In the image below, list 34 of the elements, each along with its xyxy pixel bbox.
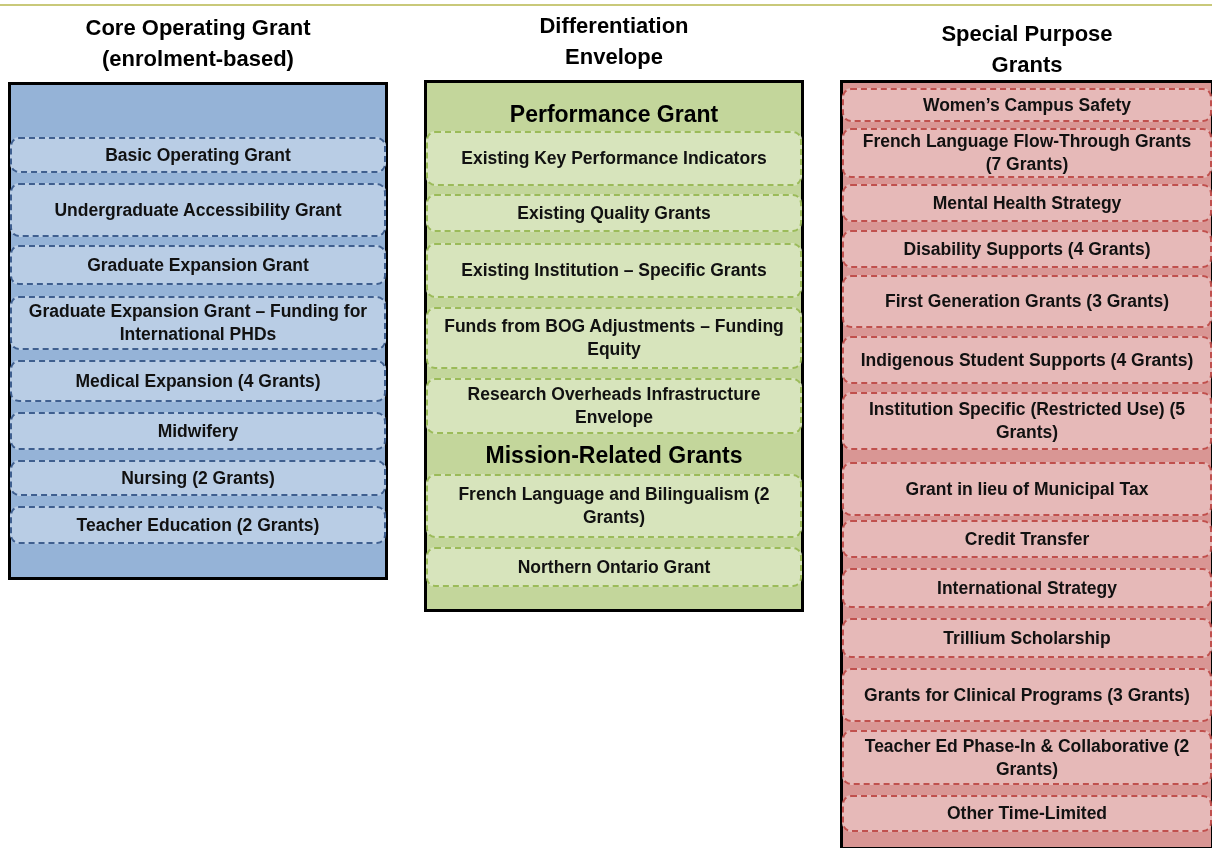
grant-box: Institution Specific (Restricted Use) (5 Grants) — [842, 392, 1212, 450]
grant-box: Nursing (2 Grants) — [10, 460, 386, 496]
grant-box: Medical Expansion (4 Grants) — [10, 360, 386, 402]
grant-box: Northern Ontario Grant — [426, 547, 802, 587]
grant-box: Existing Quality Grants — [426, 194, 802, 232]
grant-box: Grants for Clinical Programs (3 Grants) — [842, 668, 1212, 722]
grant-box: Indigenous Student Supports (4 Grants) — [842, 336, 1212, 384]
column-heading: Core Operating Grant (enrolment-based) — [84, 14, 312, 73]
grant-box: Existing Key Performance Indicators — [426, 131, 802, 186]
grant-box: Disability Supports (4 Grants) — [842, 230, 1212, 268]
grant-box: Graduate Expansion Grant — [10, 245, 386, 285]
grant-box: Credit Transfer — [842, 520, 1212, 558]
grant-box: Midwifery — [10, 412, 386, 450]
grant-box: International Strategy — [842, 568, 1212, 608]
grant-box: Women’s Campus Safety — [842, 88, 1212, 122]
grant-box: Trillium Scholarship — [842, 618, 1212, 658]
grant-box: Teacher Ed Phase-In & Collaborative (2 Grants) — [842, 730, 1212, 785]
grant-box: French Language Flow-Through Grants (7 Grants) — [842, 128, 1212, 178]
grant-box: Mental Health Strategy — [842, 184, 1212, 222]
grant-box: Other Time-Limited — [842, 795, 1212, 832]
grant-box: Existing Institution – Specific Grants — [426, 243, 802, 298]
grant-box: Research Overheads Infrastructure Envelope — [426, 378, 802, 434]
grant-box: Teacher Education (2 Grants) — [10, 506, 386, 544]
grant-box: French Language and Bilingualism (2 Grants) — [426, 474, 802, 538]
grant-box: Basic Operating Grant — [10, 137, 386, 173]
section-heading: Mission-Related Grants — [484, 441, 744, 469]
grant-box: Graduate Expansion Grant – Funding for International PHDs — [10, 296, 386, 350]
grant-box: Undergraduate Accessibility Grant — [10, 183, 386, 237]
section-heading: Performance Grant — [508, 100, 720, 128]
grant-box: Funds from BOG Adjustments – Funding Equity — [426, 307, 802, 369]
grant-box: Grant in lieu of Municipal Tax — [842, 462, 1212, 516]
column-heading: Differentiation Envelope — [538, 12, 690, 71]
column-heading: Special Purpose Grants — [940, 20, 1114, 79]
grant-box: First Generation Grants (3 Grants) — [842, 275, 1212, 328]
